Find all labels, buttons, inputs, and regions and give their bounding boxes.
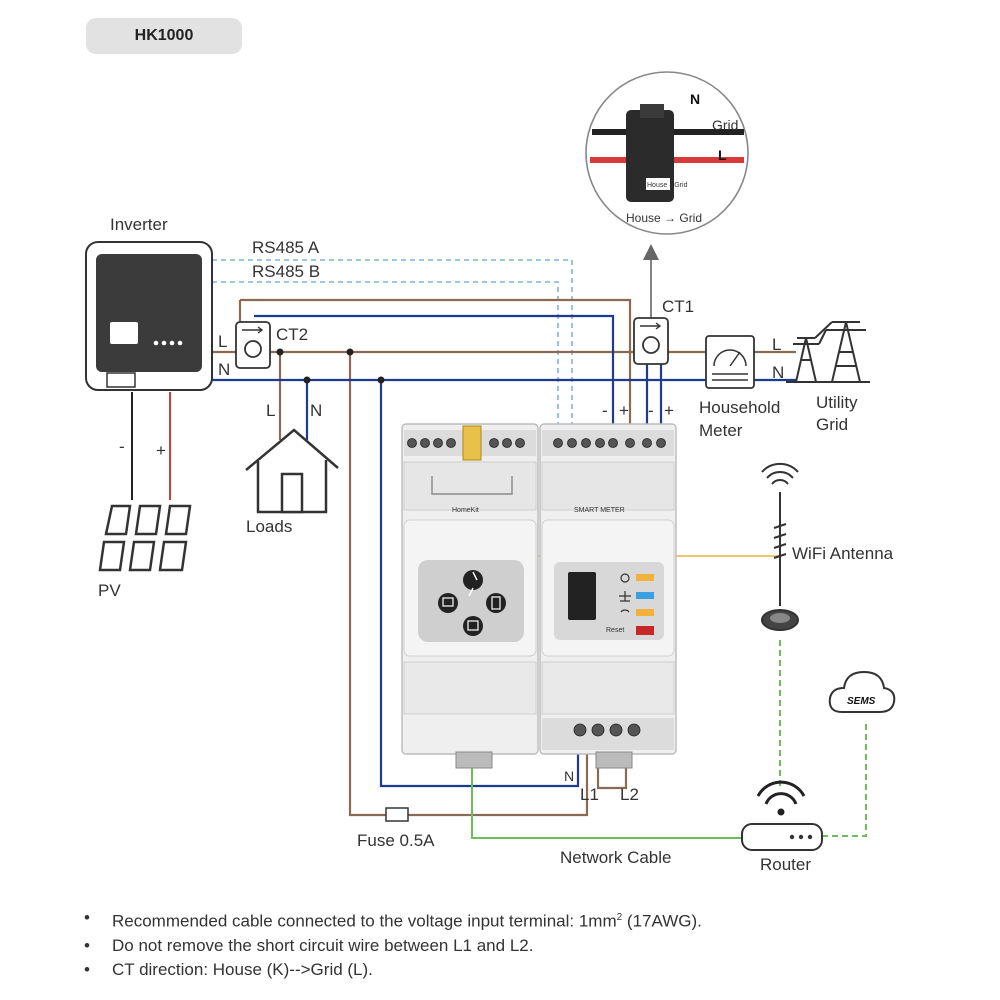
solar-panel-icon [98, 504, 192, 572]
utility-grid-label-2: Grid [816, 415, 848, 434]
l2-label: L2 [620, 785, 639, 804]
terminal-plus-1: + [619, 401, 629, 420]
inverter-label: Inverter [110, 215, 168, 234]
l-wires [212, 298, 796, 817]
meter-icon [705, 335, 755, 389]
sems-label: SEMS [847, 696, 876, 707]
ct1-clamp-icon [633, 317, 669, 365]
smart-meter-label: SMART METER [574, 507, 625, 514]
ct-detail-n-label: N [690, 91, 700, 107]
pylon-icon [786, 321, 870, 383]
note-2: Do not remove the short circuit wire bet… [82, 934, 962, 958]
note-1: Recommended cable connected to the volta… [82, 906, 962, 934]
homekit-label: HomeKit [452, 507, 479, 514]
ct-detail-sticker: House→Grid [647, 182, 688, 189]
router-icon [741, 780, 823, 851]
loads-label: Loads [246, 517, 292, 536]
loads-n-label: N [310, 401, 322, 420]
wifi-antenna-label: WiFi Antenna [792, 544, 894, 563]
smart-meter-terminals [553, 438, 666, 448]
ct2-label: CT2 [276, 325, 308, 344]
voltage-terminals [573, 723, 641, 737]
n-bottom-label: N [564, 768, 574, 784]
reset-label: Reset [606, 627, 624, 634]
grid-n-label: N [772, 363, 784, 382]
household-meter-label-2: Meter [699, 421, 743, 440]
page-title: HK1000 [86, 18, 242, 54]
rs485-wires [212, 259, 573, 438]
rs485b-label: RS485 B [252, 262, 320, 281]
inverter-l-label: L [218, 332, 227, 351]
ct-detail-grid-label: Grid [712, 117, 738, 133]
pv-minus-label: - [119, 437, 125, 456]
antenna-icon [761, 462, 799, 631]
loads-l-label: L [266, 401, 275, 420]
ct-detail-l-label: L [718, 147, 727, 163]
pv-label: PV [98, 581, 121, 600]
router-label: Router [760, 855, 811, 874]
homekit-icon-panel [418, 560, 524, 642]
grid-l-label: L [772, 335, 781, 354]
household-meter-label-1: Household [699, 398, 780, 417]
pv-plus-label: + [156, 441, 166, 460]
utility-grid-label-1: Utility [816, 393, 858, 412]
antenna-connector [462, 425, 482, 461]
smart-meter-status-panel [554, 562, 664, 640]
ct1-label: CT1 [662, 297, 694, 316]
ct2-clamp-icon [235, 321, 271, 369]
cloud-icon [828, 670, 896, 713]
fuse-label: Fuse 0.5A [357, 831, 435, 850]
inverter-icon [85, 241, 213, 391]
terminal-minus-2: - [648, 401, 654, 420]
router-sems-link [822, 722, 867, 837]
l1-label: L1 [580, 785, 599, 804]
network-cable-label: Network Cable [560, 848, 672, 867]
terminal-minus-1: - [602, 401, 608, 420]
fuse-icon [385, 807, 409, 822]
note-3: CT direction: House (K)-->Grid (L). [82, 958, 962, 982]
inverter-n-label: N [218, 360, 230, 379]
notes-list: Recommended cable connected to the volta… [82, 906, 962, 982]
house-icon [245, 428, 339, 514]
homekit-terminals [407, 438, 525, 448]
ct-detail-house-label: House → Grid [626, 211, 702, 225]
rs485a-label: RS485 A [252, 238, 320, 257]
ct-detail-view: House→Grid [585, 71, 749, 235]
terminal-plus-2: + [664, 401, 674, 420]
junction-dots [276, 348, 385, 384]
